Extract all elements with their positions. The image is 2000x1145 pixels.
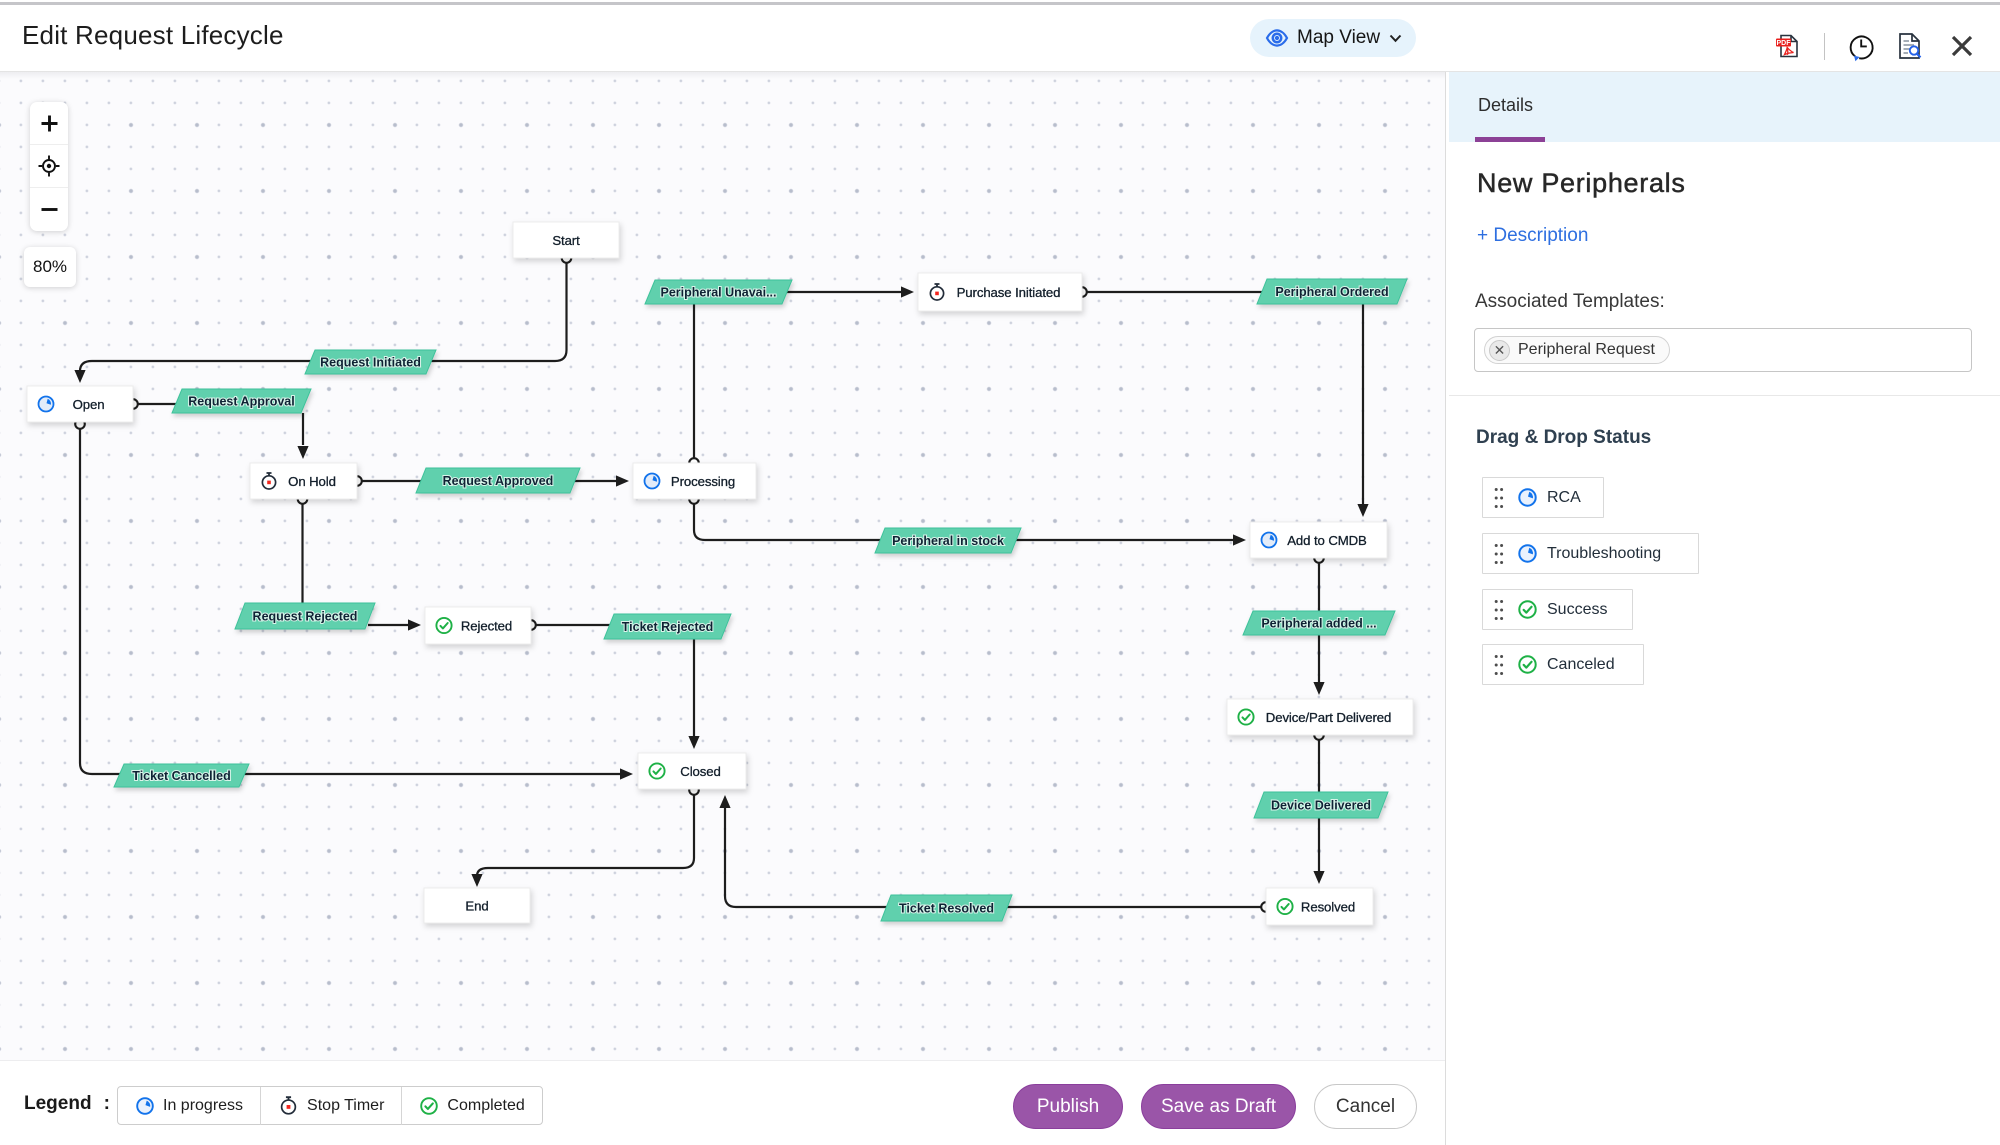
svg-text:Closed: Closed — [680, 764, 720, 779]
svg-text:Request Approval: Request Approval — [188, 395, 295, 409]
svg-text:Purchase Initiated: Purchase Initiated — [957, 285, 1061, 300]
svg-text:Request Approved: Request Approved — [443, 474, 554, 488]
svg-text:Rejected: Rejected — [461, 619, 512, 634]
svg-text:Ticket Resolved: Ticket Resolved — [899, 902, 994, 916]
svg-text:Processing: Processing — [671, 474, 735, 489]
svg-text:Peripheral Unavai...: Peripheral Unavai... — [660, 286, 776, 300]
svg-text:End: End — [465, 899, 488, 914]
svg-text:Device Delivered: Device Delivered — [1271, 799, 1371, 813]
svg-text:PDF: PDF — [1777, 40, 1792, 47]
svg-text:Add to CMDB: Add to CMDB — [1287, 533, 1367, 548]
svg-text:Ticket Cancelled: Ticket Cancelled — [132, 769, 230, 783]
svg-text:Peripheral in stock: Peripheral in stock — [892, 534, 1004, 548]
svg-text:Open: Open — [73, 397, 105, 412]
svg-text:Request Rejected: Request Rejected — [253, 610, 358, 624]
svg-text:Request Initiated: Request Initiated — [320, 356, 421, 370]
svg-text:Ticket Rejected: Ticket Rejected — [622, 620, 713, 634]
svg-text:Peripheral added ...: Peripheral added ... — [1261, 617, 1376, 631]
svg-text:On Hold: On Hold — [288, 474, 336, 489]
svg-text:Device/Part Delivered: Device/Part Delivered — [1266, 710, 1391, 725]
svg-text:Start: Start — [552, 233, 580, 248]
svg-text:Peripheral Ordered: Peripheral Ordered — [1275, 285, 1388, 299]
svg-text:Resolved: Resolved — [1301, 900, 1355, 915]
